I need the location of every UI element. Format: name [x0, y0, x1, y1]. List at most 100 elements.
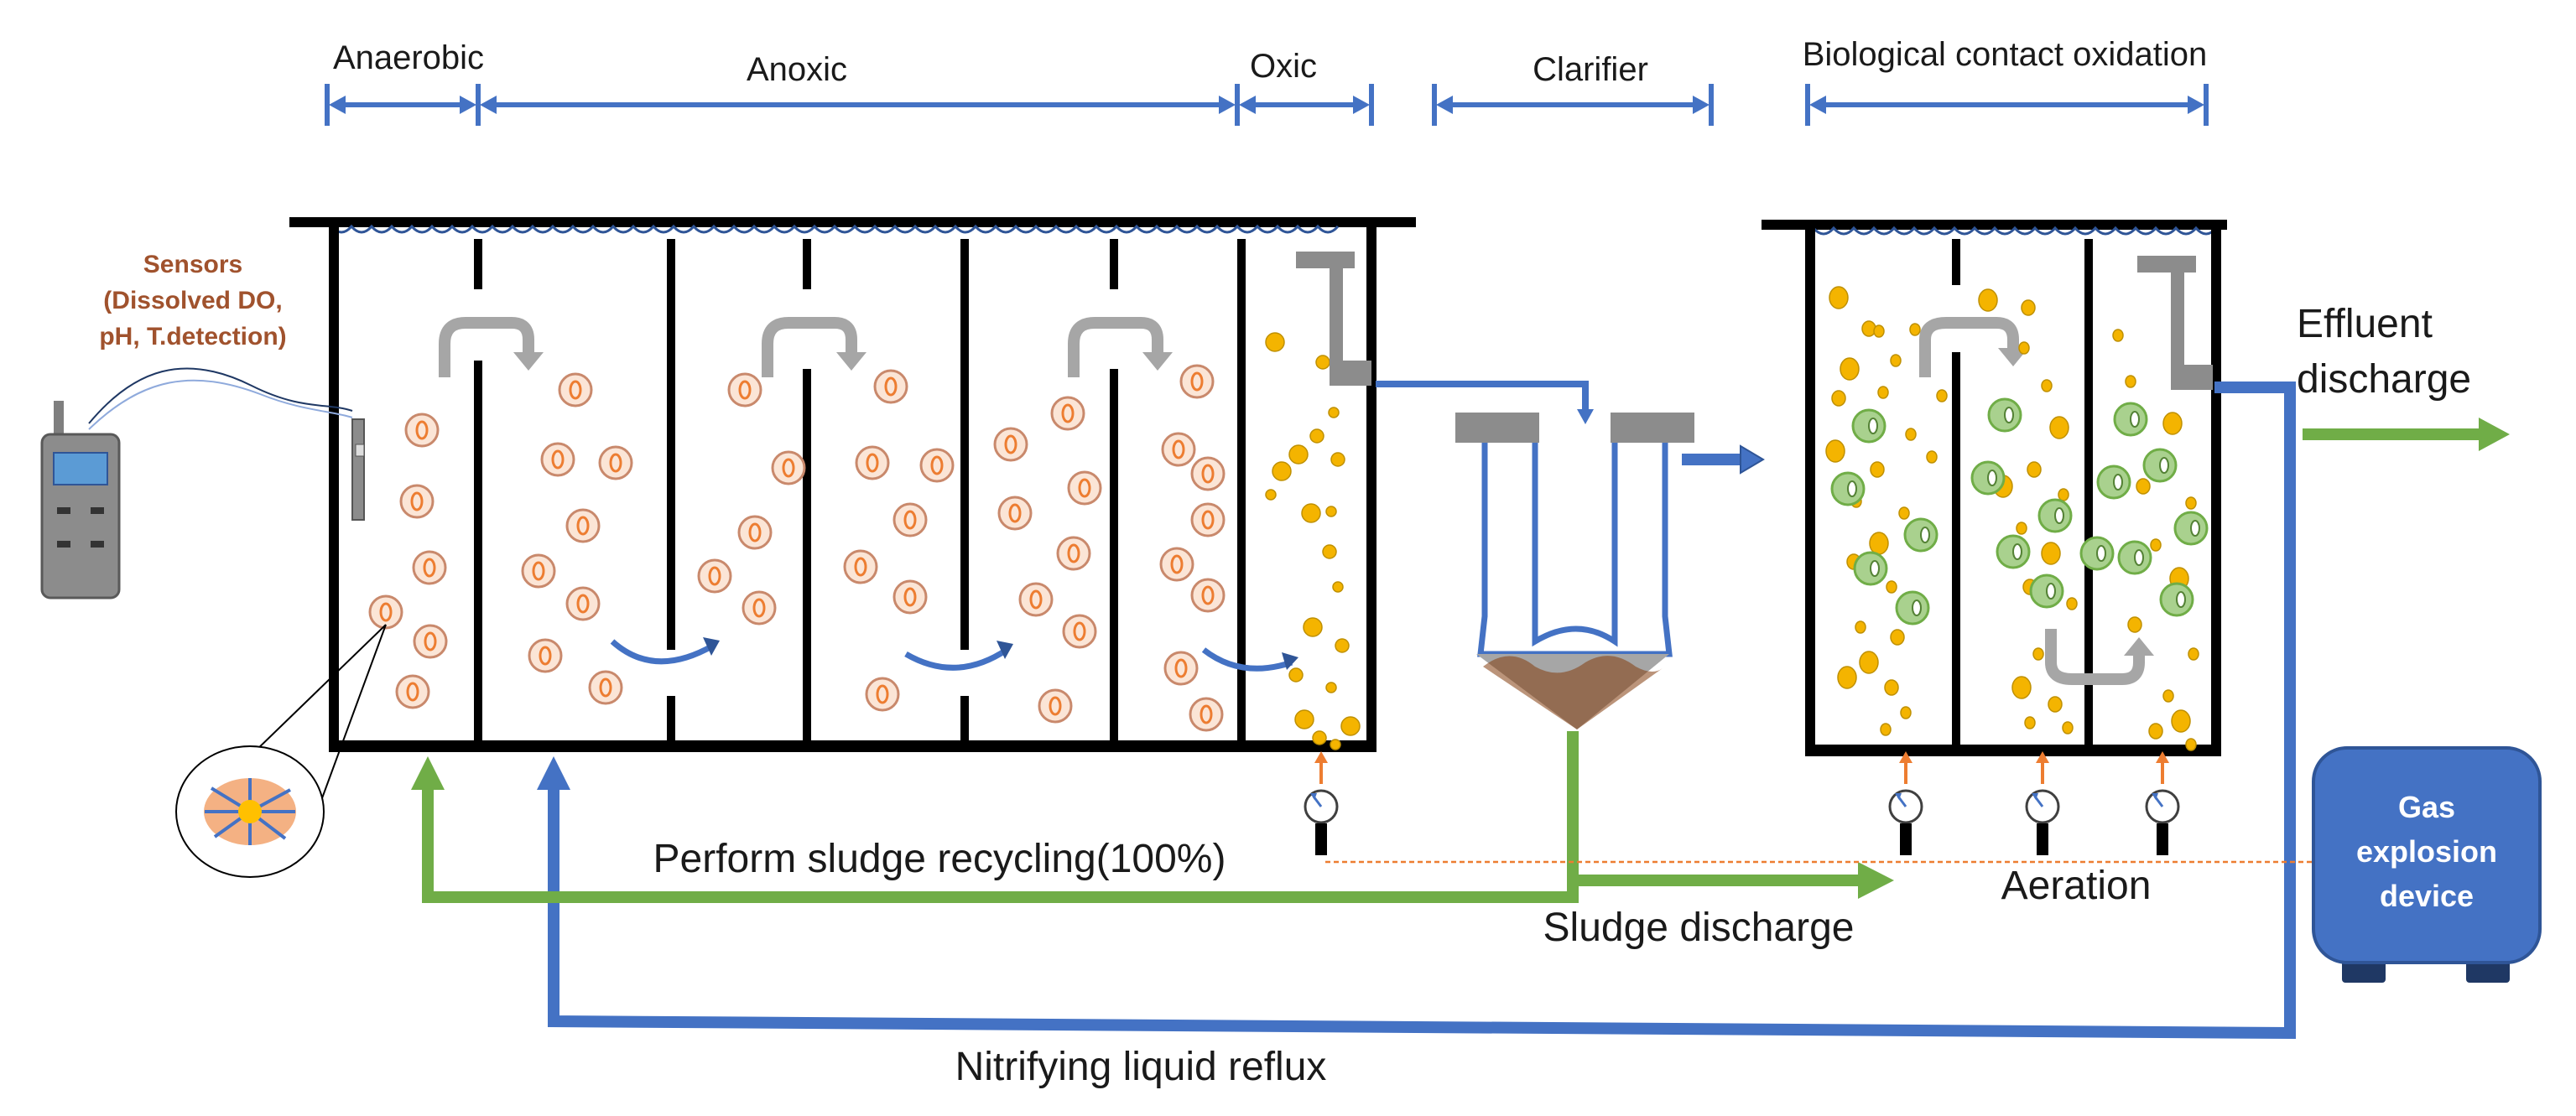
air-bubble	[2062, 721, 2074, 734]
device-label-line1: Gas	[2398, 790, 2455, 824]
microbe-cell	[993, 427, 1028, 462]
aerator-gauge-icon	[1304, 751, 1339, 855]
microbe-cell	[1163, 651, 1199, 686]
sensor-probe	[351, 418, 365, 521]
microbe-cell	[855, 445, 890, 480]
air-bubble	[1315, 355, 1330, 370]
microbe-cell	[1179, 364, 1215, 399]
air-bubble	[2125, 375, 2136, 388]
microbe-cell	[368, 594, 403, 630]
zone-label-oxic: Oxic	[1250, 48, 1317, 85]
microbe-cell	[588, 670, 623, 705]
microbe-cell	[558, 372, 593, 407]
bio-carrier	[2173, 511, 2209, 546]
water-surface-bco	[1812, 226, 2218, 236]
bco-outlet	[2137, 256, 2213, 390]
air-bubble	[2127, 616, 2142, 633]
air-bubble	[1312, 730, 1327, 745]
microbe-cells	[368, 364, 1226, 732]
device-label-line3: device	[2380, 879, 2474, 913]
air-bubble	[1265, 332, 1285, 352]
sensor-label-line3: pH, T.detection)	[99, 323, 286, 350]
nitrifying-reflux-label: Nitrifying liquid reflux	[955, 1045, 1327, 1089]
microbe-cell	[843, 549, 878, 584]
sludge-recycling-line	[411, 731, 1579, 903]
air-bubble	[1272, 461, 1292, 481]
bio-carrier	[2029, 574, 2064, 609]
bio-carrier	[1903, 517, 1939, 553]
microbe-cell	[1159, 547, 1194, 582]
air-bubble	[1330, 739, 1341, 750]
air-bubble	[1890, 354, 1902, 367]
clarifier	[1455, 413, 1765, 729]
bco-tank	[1762, 220, 2227, 756]
aerators	[1304, 751, 2180, 855]
nitrifying-reflux-line	[537, 382, 2296, 1040]
air-bubble	[1288, 667, 1304, 683]
microbe-cell	[865, 677, 900, 712]
zone-label-anoxic: Anoxic	[747, 51, 847, 88]
air-bubble	[2016, 522, 2027, 535]
microbe-cell	[737, 515, 773, 550]
air-bubble	[1840, 357, 1860, 381]
air-bubble	[1831, 390, 1846, 407]
air-bubble	[1328, 407, 1340, 418]
air-bubble	[2011, 676, 2032, 699]
air-bubble	[1335, 638, 1350, 653]
air-bubble	[1877, 386, 1889, 399]
bio-carrier	[2142, 448, 2178, 483]
bio-carrier	[1895, 590, 1930, 625]
air-bubble	[1900, 706, 1912, 719]
microbe-cell	[1190, 502, 1226, 537]
air-bubble	[1294, 709, 1314, 729]
air-bubble	[2048, 696, 2063, 713]
air-bubble	[1926, 450, 1938, 464]
air-bubble	[1825, 439, 1845, 463]
air-bubble	[1869, 532, 1889, 555]
zone-label-clarifier: Clarifier	[1533, 51, 1648, 88]
air-bubble	[1340, 716, 1361, 736]
air-bubble	[2162, 689, 2174, 703]
air-bubble	[1890, 629, 1905, 646]
air-bubble	[1886, 580, 1897, 594]
oxic-bubbles	[1265, 332, 1361, 750]
microbe-cell	[565, 508, 601, 543]
bio-carrier	[1830, 471, 1866, 506]
air-bubble	[1309, 428, 1324, 444]
air-bubble	[1861, 320, 1876, 337]
air-bubble	[1936, 389, 1948, 402]
aerator-gauge-icon	[2025, 751, 2060, 855]
bio-carrier	[2159, 582, 2194, 617]
gas-explosion-device	[2312, 746, 2542, 983]
flow-over-arrowheads	[513, 352, 1173, 371]
bio-carrier	[1851, 408, 1886, 444]
air-bubble	[2171, 709, 2191, 733]
air-bubble	[1880, 723, 1892, 736]
bio-carrier	[2117, 540, 2152, 575]
air-bubble	[1829, 286, 1849, 309]
microbe-cell	[1062, 614, 1097, 649]
air-bubble	[1855, 620, 1866, 634]
air-bubble	[2041, 542, 2061, 565]
microbe-cell	[1038, 688, 1073, 724]
air-bubble	[1330, 452, 1345, 467]
microbe-cell	[1067, 470, 1102, 506]
microbe-cell	[540, 442, 575, 477]
microbe-cell	[1050, 396, 1085, 431]
microbe-cell	[1056, 536, 1091, 571]
sensor-label-line1: Sensors	[143, 251, 242, 278]
device-label-line2: explosion	[2356, 834, 2497, 869]
air-bubble	[2021, 299, 2036, 316]
main-tank	[289, 217, 1416, 752]
air-bubble	[2162, 412, 2183, 435]
microbe-cell	[399, 484, 435, 519]
air-bubble	[1884, 679, 1899, 696]
air-bubble	[2032, 647, 2044, 661]
zone-dimension-arrowheads	[329, 96, 2204, 114]
bio-carrier	[2037, 498, 2073, 533]
air-bubble	[2148, 723, 2163, 740]
microbe-cell	[598, 445, 633, 480]
air-bubble	[1303, 617, 1323, 637]
